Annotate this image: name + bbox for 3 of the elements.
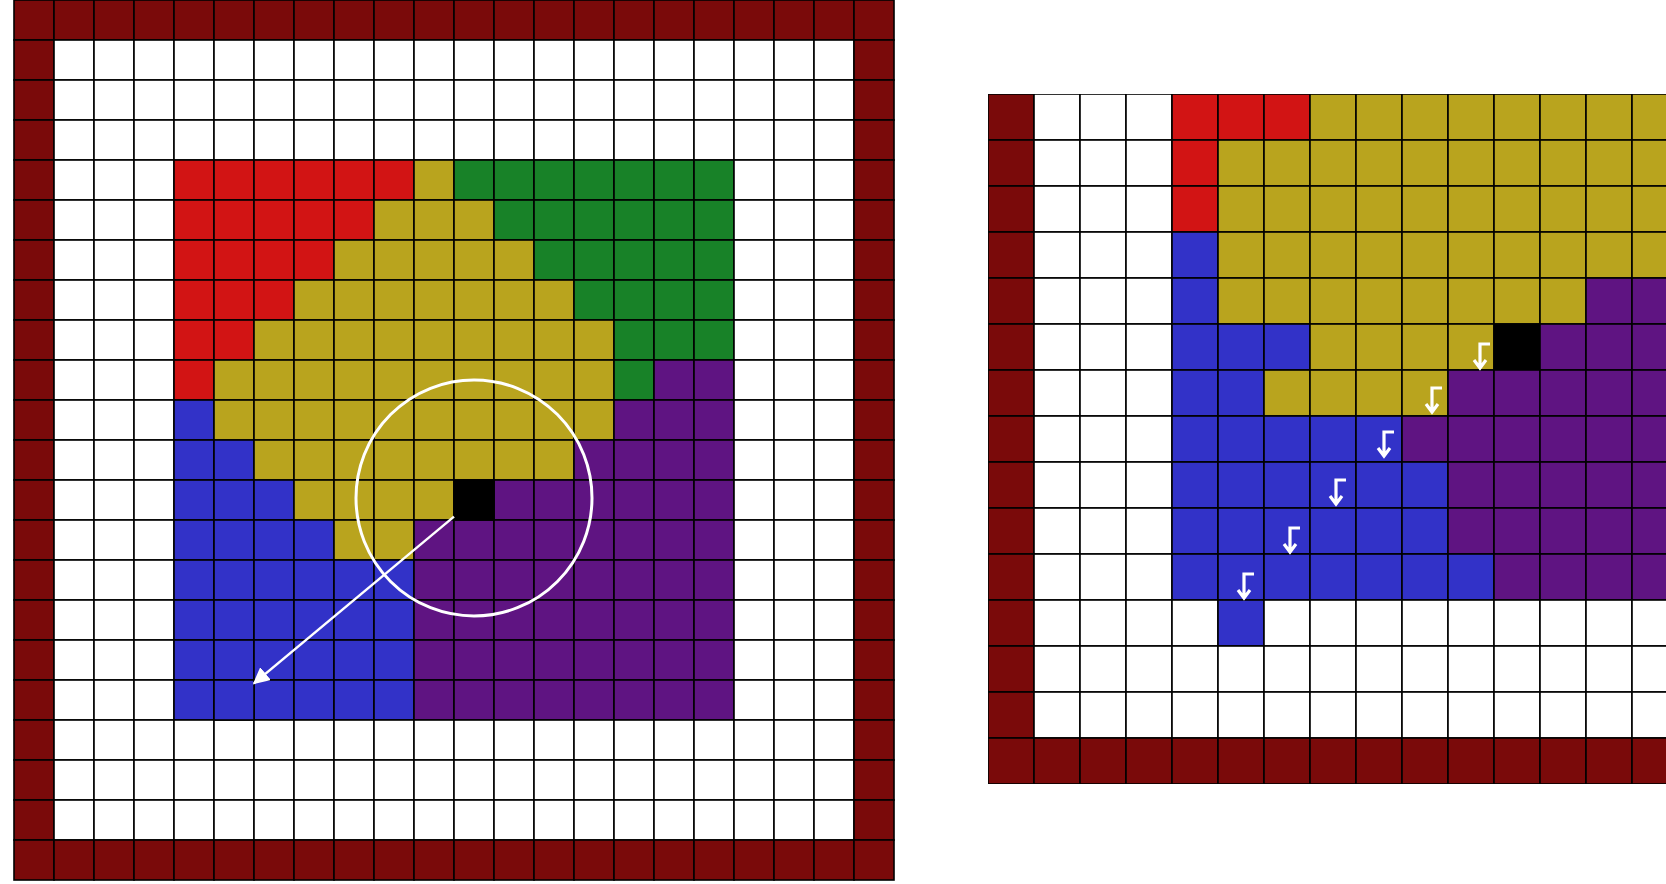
target-cell bbox=[213, 679, 255, 721]
start-cell bbox=[453, 479, 495, 521]
arrow bbox=[252, 515, 455, 685]
